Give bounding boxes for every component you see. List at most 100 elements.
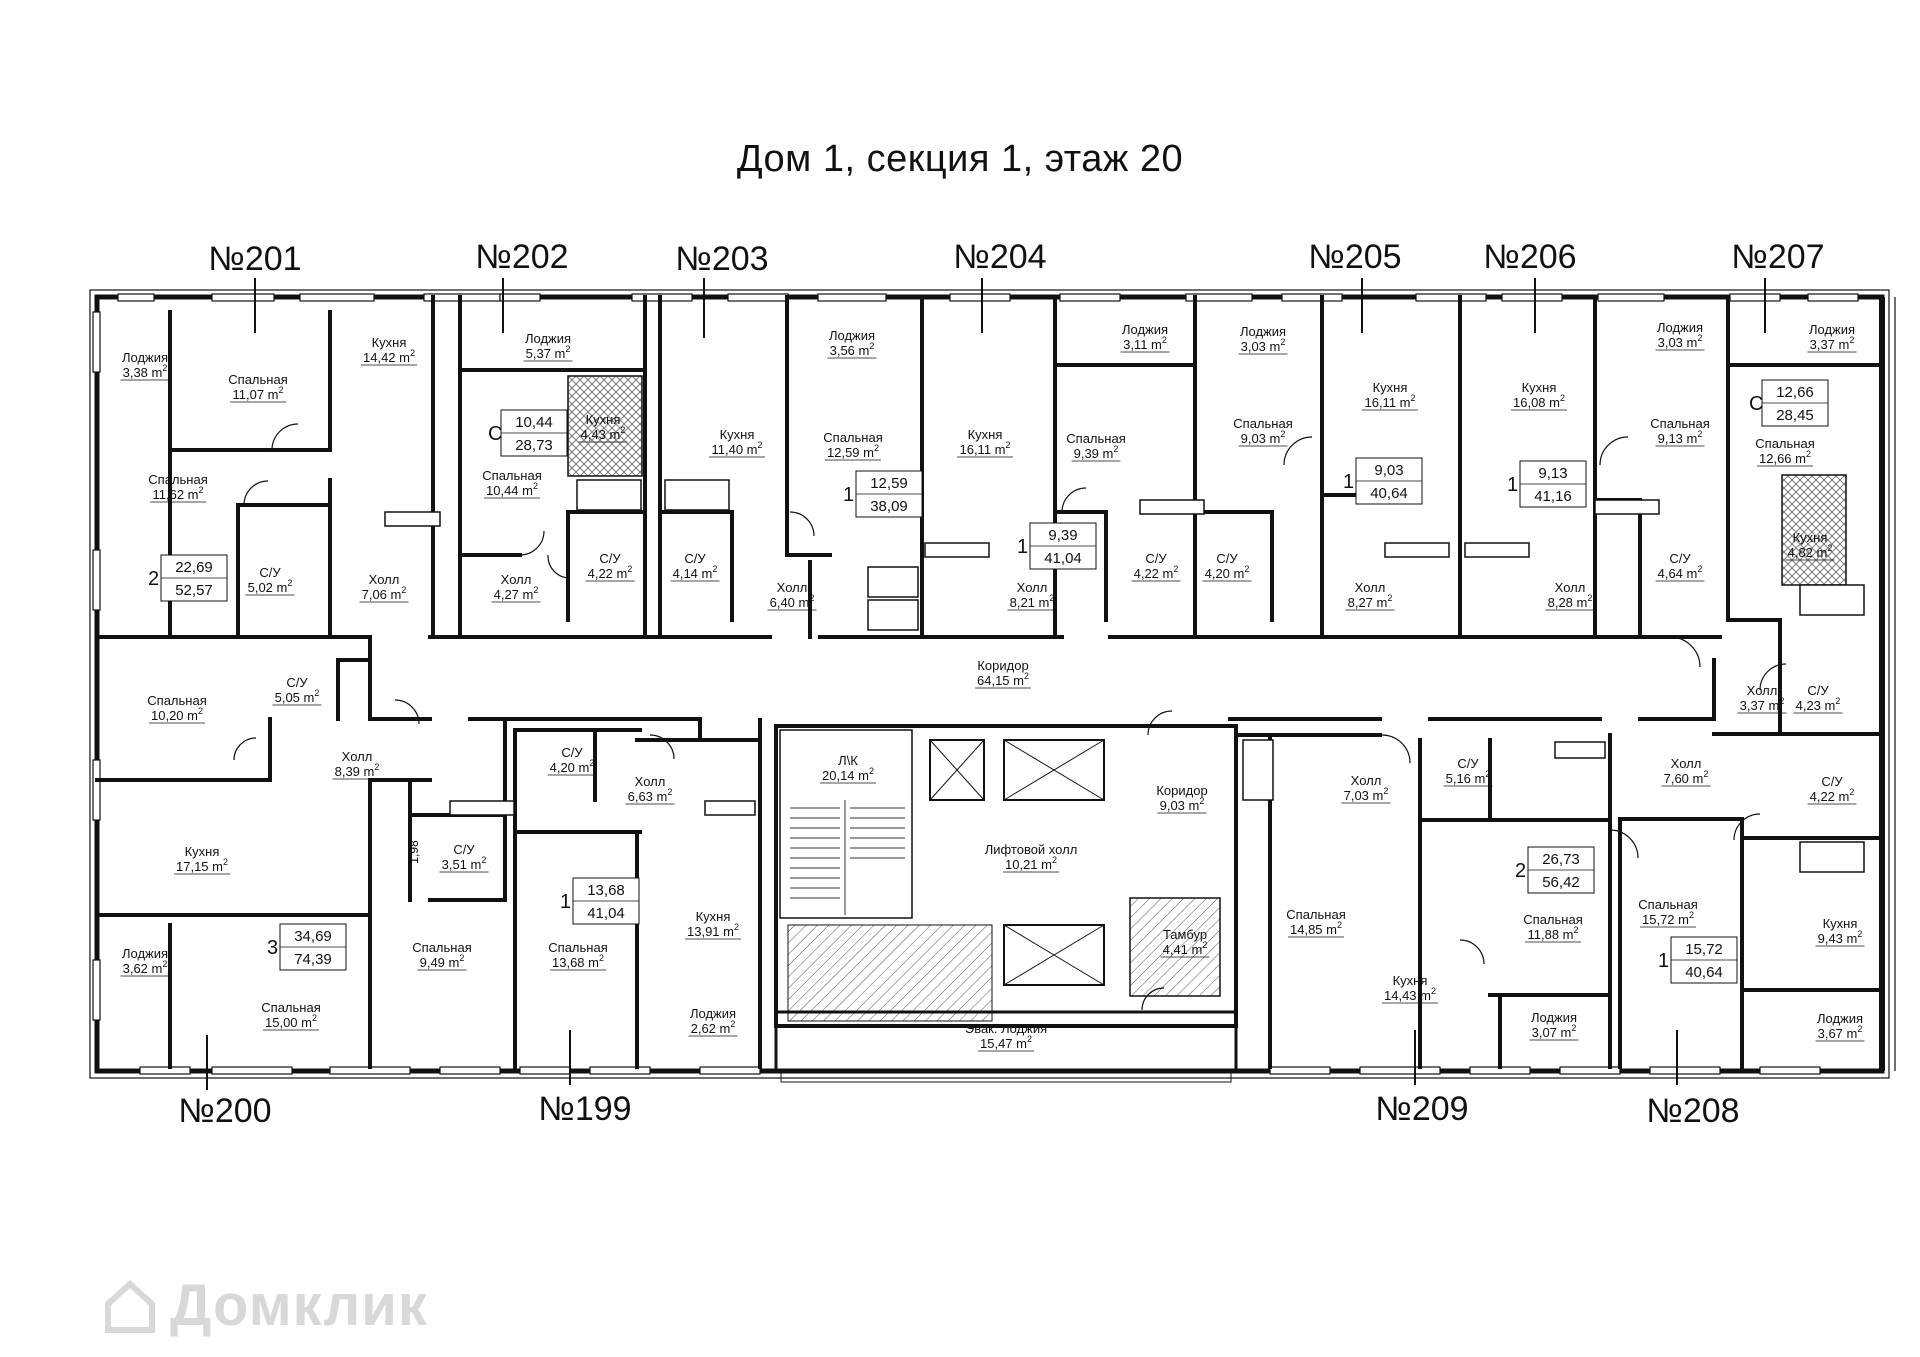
total-area: 41,04 bbox=[587, 905, 625, 922]
room-name: Спальная bbox=[228, 372, 287, 387]
room-area: 15,72 m2 bbox=[1642, 910, 1694, 927]
room-name: Лоджия bbox=[122, 946, 168, 961]
total-area: 38,09 bbox=[870, 498, 908, 515]
room-count: 1 bbox=[560, 891, 571, 913]
room-name: Лоджия bbox=[1122, 322, 1168, 337]
room-area: 3,51 m2 bbox=[442, 855, 487, 872]
room-name: Кухня bbox=[720, 427, 755, 442]
room-label: С/У5,05 m2 bbox=[272, 675, 322, 706]
room-label: С/У4,20 m2 bbox=[1202, 551, 1252, 582]
room-area: 4,22 m2 bbox=[1810, 787, 1855, 804]
room-name: Спальная bbox=[148, 472, 207, 487]
room-name: Лоджия bbox=[1657, 320, 1703, 335]
room-area: 5,05 m2 bbox=[275, 688, 320, 705]
total-area: 28,73 bbox=[515, 437, 553, 454]
room-name: С/У bbox=[1821, 774, 1843, 789]
room-name: Коридор bbox=[1156, 783, 1207, 798]
room-area: 3,07 m2 bbox=[1532, 1023, 1577, 1040]
room-area: 12,59 m2 bbox=[827, 443, 879, 460]
room-name: Холл bbox=[1555, 580, 1586, 595]
room-name: Коридор bbox=[977, 658, 1028, 673]
total-area: 74,39 bbox=[294, 951, 332, 968]
room-area: 16,11 m2 bbox=[1364, 393, 1415, 410]
room-area: 14,85 m2 bbox=[1290, 920, 1342, 937]
building-core bbox=[774, 724, 1238, 1083]
room-area: 2,62 m2 bbox=[691, 1019, 736, 1036]
room-count: С bbox=[1749, 393, 1763, 415]
room-name: Спальная bbox=[1650, 416, 1709, 431]
room-name: Холл bbox=[1355, 580, 1386, 595]
room-name: Лоджия bbox=[690, 1006, 736, 1021]
room-name: Спальная bbox=[482, 468, 541, 483]
room-area: 3,37 m2 bbox=[1740, 696, 1785, 713]
room-label: С/У5,02 m2 bbox=[245, 565, 295, 596]
room-name: С/У bbox=[684, 551, 706, 566]
room-area: 4,22 m2 bbox=[1134, 564, 1179, 581]
room-name: Кухня bbox=[1823, 916, 1858, 931]
door-swings bbox=[233, 423, 1787, 1011]
room-area: 4,22 m2 bbox=[588, 564, 633, 581]
home-icon bbox=[105, 1279, 155, 1333]
room-area: 9,49 m2 bbox=[420, 953, 465, 970]
room-area: 14,42 m2 bbox=[363, 348, 415, 365]
room-area: 5,02 m2 bbox=[248, 578, 293, 595]
room-area: 3,67 m2 bbox=[1818, 1024, 1863, 1041]
room-name: Эвак. Лоджия bbox=[965, 1021, 1047, 1036]
floor-plan-title: Дом 1, секция 1, этаж 20 bbox=[736, 138, 1184, 180]
room-count: 1 bbox=[843, 484, 854, 506]
room-area: 16,08 m2 bbox=[1513, 393, 1565, 410]
room-label: С/У3,51 m2 bbox=[439, 842, 489, 873]
room-name: Холл bbox=[635, 774, 666, 789]
room-name: С/У bbox=[259, 565, 281, 580]
total-area: 52,57 bbox=[175, 582, 213, 599]
elevator-shafts bbox=[929, 739, 1105, 986]
living-area: 9,13 bbox=[1538, 465, 1567, 482]
room-area: 4,20 m2 bbox=[550, 758, 595, 775]
room-name: Спальная bbox=[1755, 436, 1814, 451]
apartment-number: №202 bbox=[475, 238, 568, 276]
room-name: Кухня bbox=[696, 909, 731, 924]
room-area: 4,20 m2 bbox=[1205, 564, 1250, 581]
room-name: С/У bbox=[561, 745, 583, 760]
room-name: Холл bbox=[1017, 580, 1048, 595]
room-name: Кухня bbox=[586, 412, 621, 427]
apartment-labels: №201 №202 №203 №204 №205 №206 №207 №200 … bbox=[178, 238, 1824, 1130]
room-name: Спальная bbox=[1233, 416, 1292, 431]
room-area: 4,14 m2 bbox=[673, 564, 718, 581]
room-count: 2 bbox=[1515, 860, 1526, 882]
room-area: 3,03 m2 bbox=[1241, 337, 1286, 354]
room-count: 1 bbox=[1343, 471, 1354, 493]
apartment-number: №199 bbox=[538, 1090, 631, 1128]
room-area: 5,37 m2 bbox=[526, 344, 571, 361]
room-name: Холл bbox=[369, 572, 400, 587]
